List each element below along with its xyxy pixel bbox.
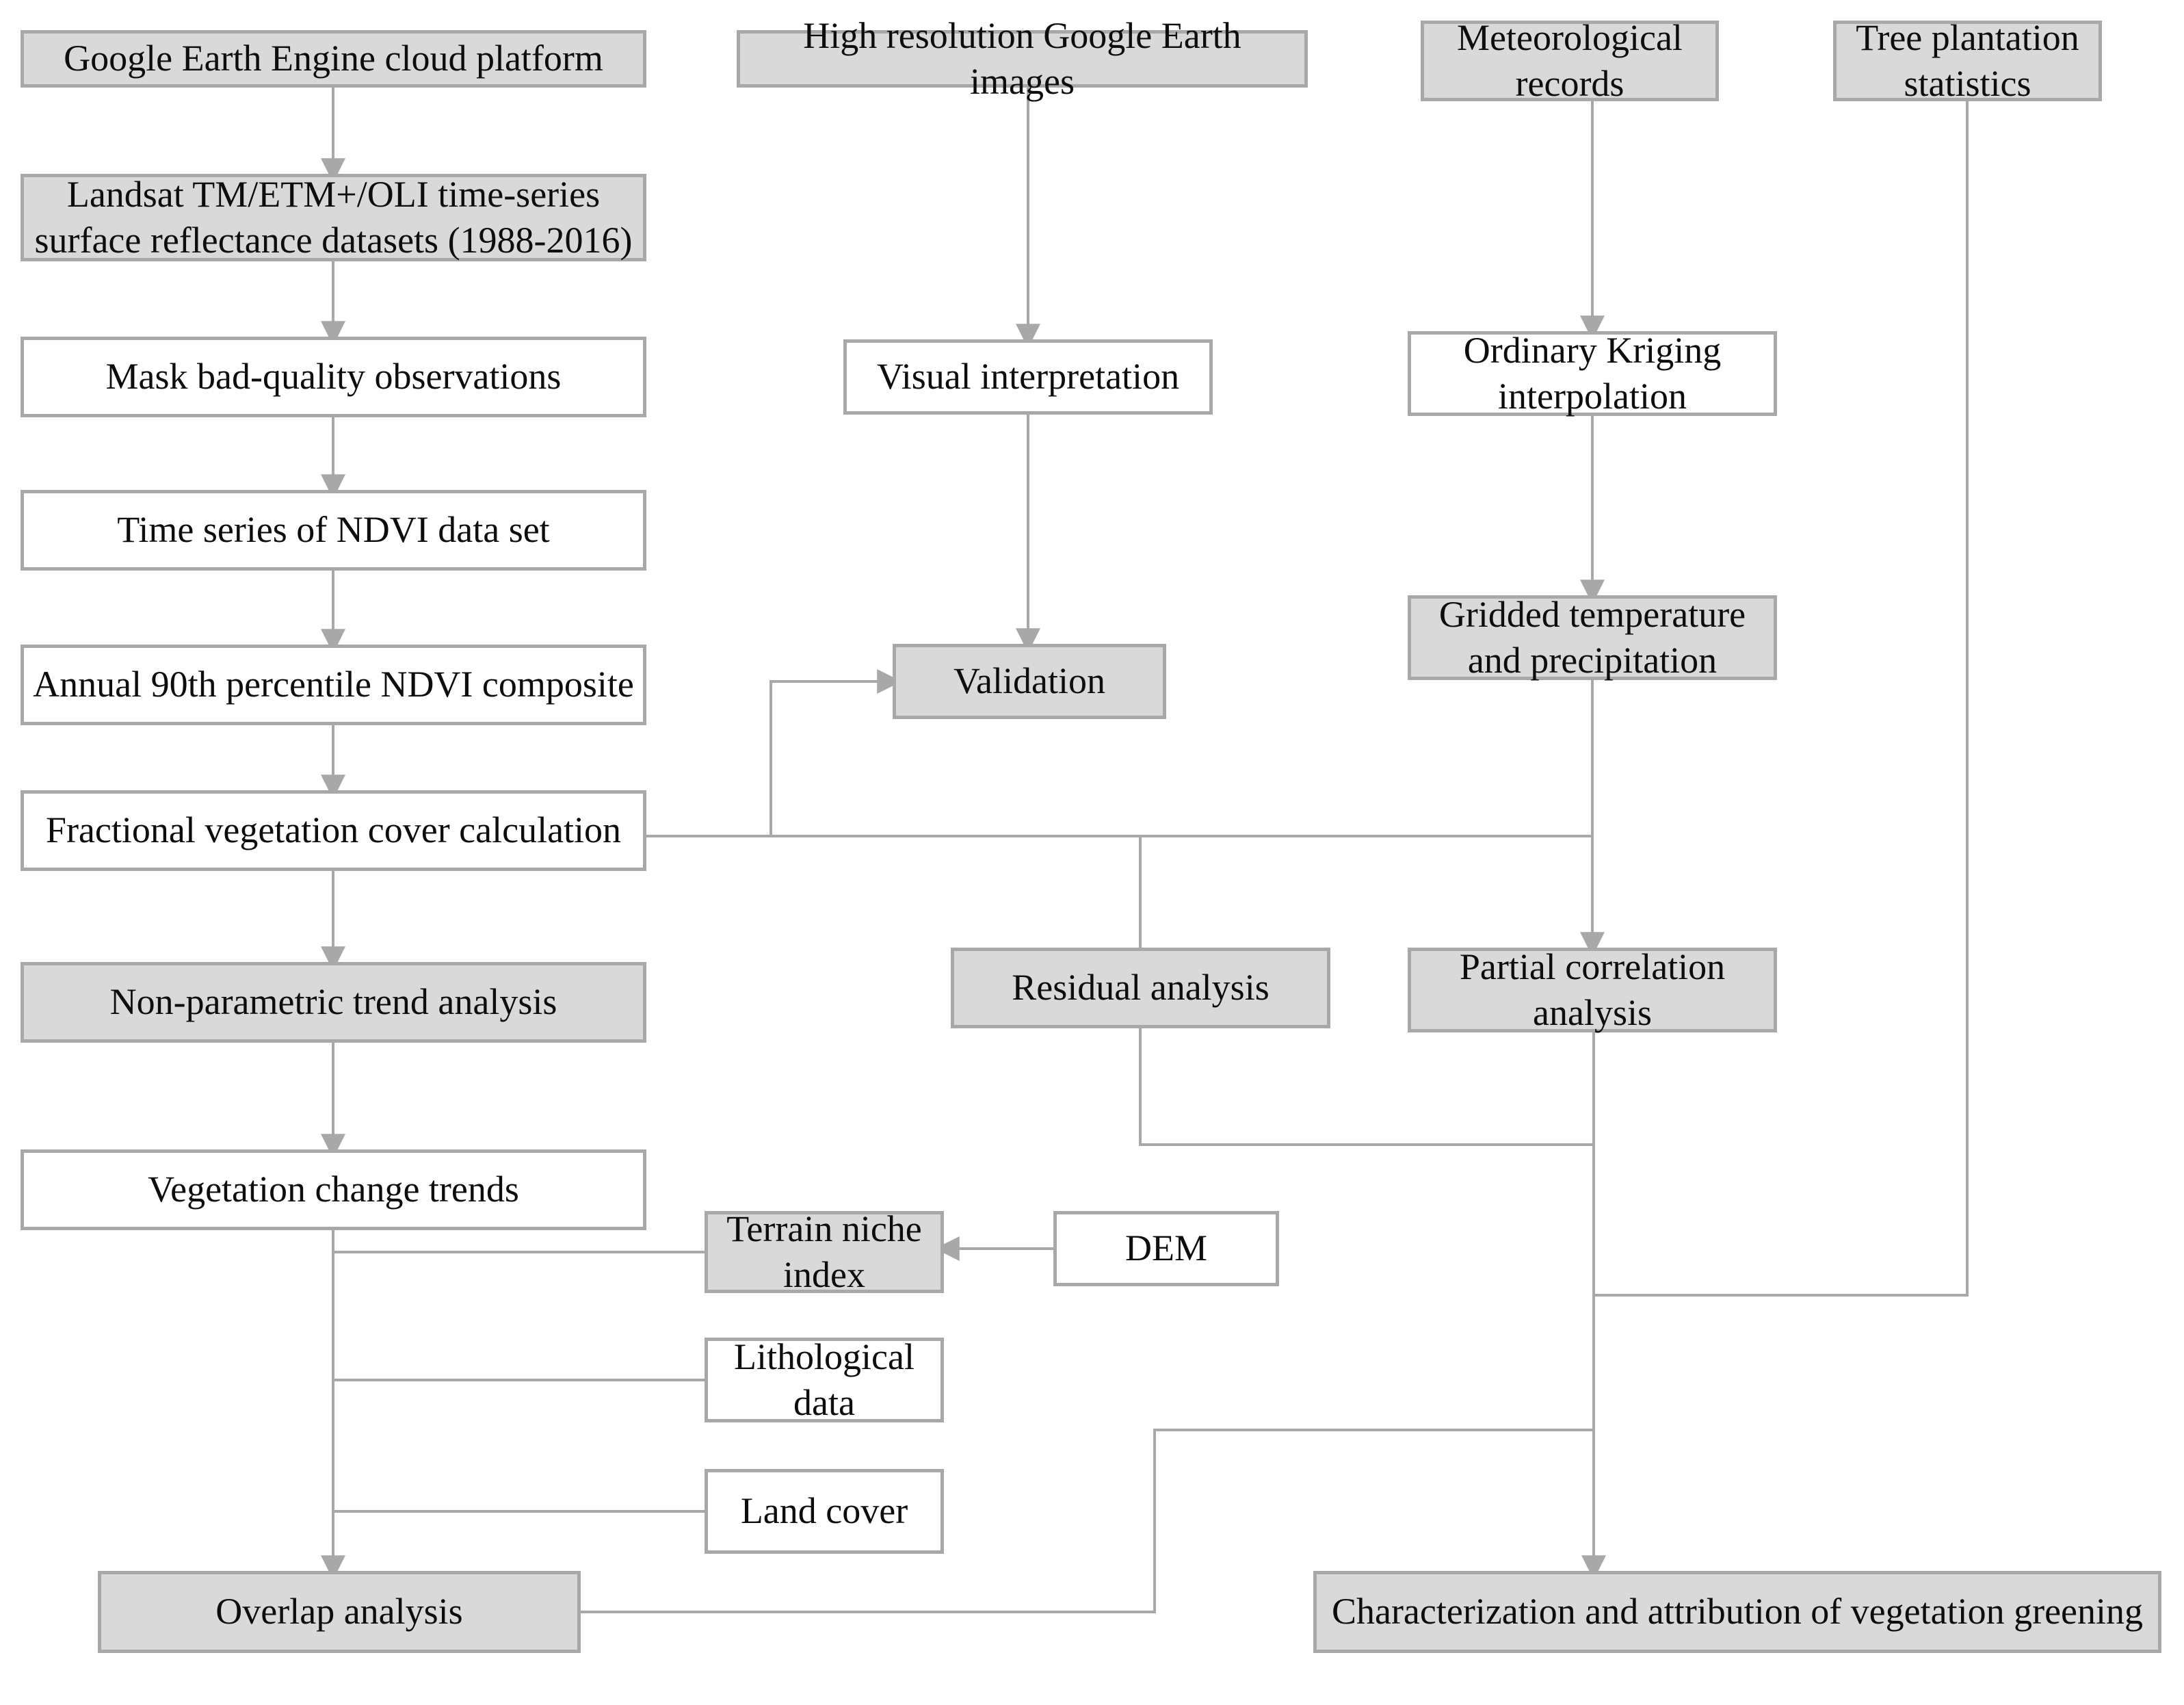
node-label: Residual analysis [1012,967,1269,1008]
node-lithological-data[interactable]: Lithological data [705,1336,944,1423]
node-mask-bad-quality[interactable]: Mask bad-quality observations [21,337,646,417]
node-landsat-datasets[interactable]: Landsat TM/ETM+/OLI time-series surface … [21,174,646,261]
node-label: Landsat TM/ETM+/OLI time-series surface … [34,173,633,261]
node-label: High resolution Google Earth images [803,14,1241,103]
node-ndvi-time-series[interactable]: Time series of NDVI data set [21,490,646,571]
node-label: Terrain niche index [726,1208,922,1296]
node-label: Overlap analysis [215,1591,463,1632]
node-residual-analysis[interactable]: Residual analysis [951,948,1330,1028]
node-visual-interpretation[interactable]: Visual interpretation [843,339,1213,415]
node-ordinary-kriging[interactable]: Ordinary Kriging interpolation [1408,330,1777,417]
node-land-cover[interactable]: Land cover [705,1469,944,1554]
node-partial-correlation-analysis[interactable]: Partial correlation analysis [1408,946,1777,1033]
node-label: DEM [1125,1227,1207,1269]
node-label: Google Earth Engine cloud platform [64,38,603,79]
node-label: Visual interpretation [876,356,1180,398]
node-google-earth-engine[interactable]: Google Earth Engine cloud platform [21,30,646,88]
node-non-parametric-trend-analysis[interactable]: Non-parametric trend analysis [21,962,646,1043]
node-label: Tree plantation statistics [1856,16,2079,105]
node-label: Lithological data [734,1336,915,1424]
node-label: Time series of NDVI data set [117,509,550,551]
node-label: Ordinary Kriging interpolation [1463,329,1722,417]
node-characterization-attribution[interactable]: Characterization and attribution of vege… [1313,1571,2161,1653]
node-label: Annual 90th percentile NDVI composite [33,664,634,705]
edge-treeplant-bus [1594,101,1969,1297]
node-overlap-analysis[interactable]: Overlap analysis [98,1571,581,1653]
node-vegetation-change-trends[interactable]: Vegetation change trends [21,1149,646,1230]
node-dem[interactable]: DEM [1053,1211,1279,1286]
node-label: Land cover [740,1490,908,1532]
node-terrain-niche-index[interactable]: Terrain niche index [705,1208,944,1295]
node-gridded-temperature-precipitation[interactable]: Gridded temperature and precipitation [1408,594,1777,681]
node-google-earth-images[interactable]: High resolution Google Earth images [737,15,1308,102]
node-label: Partial correlation analysis [1459,946,1726,1034]
node-label: Gridded temperature and precipitation [1438,593,1746,681]
node-ndvi-composite[interactable]: Annual 90th percentile NDVI composite [21,645,646,725]
node-fractional-vegetation-cover[interactable]: Fractional vegetation cover calculation [21,790,646,871]
node-label: Non-parametric trend analysis [109,981,557,1023]
node-tree-plantation-statistics[interactable]: Tree plantation statistics [1833,17,2102,104]
node-label: Vegetation change trends [148,1169,519,1210]
node-validation[interactable]: Validation [893,644,1166,719]
edge-residual-bus [1139,1028,1594,1146]
edge-fvc-validation [769,669,902,836]
node-label: Characterization and attribution of vege… [1331,1591,2144,1632]
node-meteorological-records[interactable]: Meteorological records [1421,17,1719,104]
node-label: Validation [953,660,1105,702]
node-label: Meteorological records [1457,16,1683,105]
node-label: Mask bad-quality observations [105,356,562,398]
node-label: Fractional vegetation cover calculation [45,809,622,851]
